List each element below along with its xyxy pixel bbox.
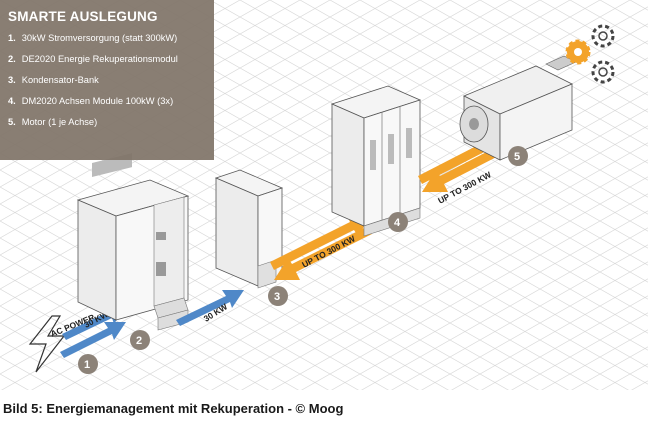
orange-arrow-3-4 (270, 214, 372, 280)
svg-text:3: 3 (274, 291, 280, 303)
legend-title: SMARTE AUSLEGUNG (8, 9, 158, 24)
gear-icon (591, 24, 615, 48)
energy-diagram: AC POWER 30 KW 30 KW UP TO 300 KW (0, 0, 648, 390)
motor (459, 55, 577, 161)
energy-recovery-module (76, 153, 190, 331)
svg-text:2: 2 (136, 335, 142, 347)
legend-item: 4.DM2020 Achsen Module 100kW (3x) (8, 96, 174, 106)
legend-item: 5.Motor (1 je Achse) (8, 117, 98, 127)
badge-1: 1 (78, 354, 98, 374)
badge-5: 5 (508, 146, 528, 166)
svg-text:1: 1 (84, 359, 90, 371)
legend-box: SMARTE AUSLEGUNG 1.30kW Stromversorgung … (0, 0, 214, 160)
legend-item: 2.DE2020 Energie Rekuperationsmodul (8, 54, 178, 64)
lightning-icon (28, 315, 66, 373)
figure-caption: Bild 5: Energiemanagement mit Rekuperati… (3, 401, 344, 416)
axis-modules (330, 85, 422, 237)
svg-text:4: 4 (394, 217, 401, 229)
badge-3: 3 (268, 286, 288, 306)
blue-arrow-2 (176, 290, 244, 326)
gear-icon-accent (565, 39, 591, 65)
svg-text:5: 5 (514, 151, 520, 163)
badge-2: 2 (130, 330, 150, 350)
badge-4: 4 (388, 212, 408, 232)
legend-item: 1.30kW Stromversorgung (statt 300kW) (8, 33, 178, 43)
legend-list: 1.30kW Stromversorgung (statt 300kW) 2.D… (8, 32, 214, 128)
capacitor-bank (214, 169, 284, 289)
legend-item: 3.Kondensator-Bank (8, 75, 99, 85)
gear-icon-lower (591, 60, 615, 84)
